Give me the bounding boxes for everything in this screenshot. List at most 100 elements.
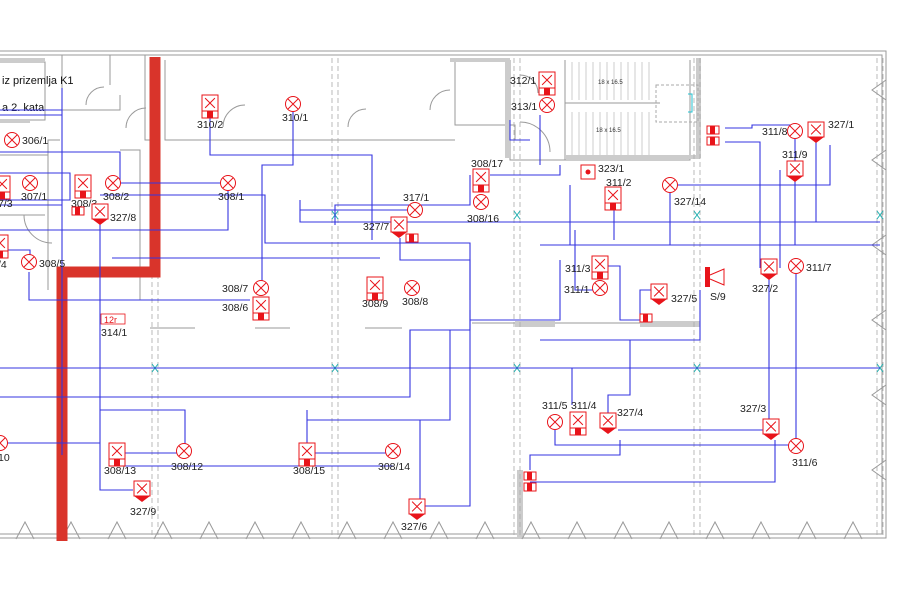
fixture-label: 327/4 xyxy=(617,407,643,419)
fixture-lamp[interactable]: 308/14 xyxy=(378,443,410,474)
fixture-lamp[interactable]: 308/7 xyxy=(222,280,269,296)
fixture-detector[interactable]: 327/7 xyxy=(363,216,408,238)
fixture-label: 311/5 xyxy=(542,400,568,412)
window-marker xyxy=(871,79,887,101)
fixture-detector[interactable]: 327/9 xyxy=(130,480,156,518)
fixture-label: 308/8 xyxy=(402,296,428,308)
fixture-lamp[interactable]: 310/1 xyxy=(282,96,308,125)
fixture-label: 311/2 xyxy=(606,177,632,189)
window-marker xyxy=(613,520,633,540)
fixture-label: 311/4 xyxy=(571,400,597,412)
battery-fill xyxy=(575,428,581,435)
fixture-lamp[interactable]: 10 xyxy=(0,435,10,465)
fixture-label: 327/5 xyxy=(671,293,697,305)
fixture-detector[interactable]: 327/5 xyxy=(650,283,697,305)
fixture-lamp[interactable]: 308/1 xyxy=(218,175,244,204)
fixture-lamp[interactable]: 311/6 xyxy=(788,438,818,470)
fixture-detector[interactable]: 311/9 xyxy=(782,149,808,182)
cross-mark xyxy=(594,258,606,270)
fixture-lamp[interactable]: 313/1 xyxy=(511,97,555,114)
fixture-lamp[interactable]: 311/7 xyxy=(788,258,832,275)
cross-mark xyxy=(409,204,421,216)
fixture-emergency[interactable]: 311/3 xyxy=(565,255,609,280)
cross-mark xyxy=(790,260,802,272)
fixture-detector[interactable]: 327/1 xyxy=(807,119,854,143)
cross-mark xyxy=(94,206,106,217)
fixture-lamp[interactable]: 317/1 xyxy=(403,192,429,218)
fixture-detector[interactable]: 327/4 xyxy=(599,407,643,434)
cross-mark xyxy=(664,179,676,191)
shaft-marker xyxy=(688,93,693,113)
fixture-lamp[interactable]: 311/5 xyxy=(542,400,568,430)
fixture-label: 327/8 xyxy=(110,212,136,224)
fixture-emergency[interactable]: 311/2 xyxy=(604,177,632,211)
fixture-lamp[interactable]: 308/16 xyxy=(467,194,499,226)
fixture-emergency[interactable]: /4 xyxy=(0,234,9,271)
switch[interactable] xyxy=(71,206,85,216)
fixture-label: 311/6 xyxy=(792,457,818,469)
detector-base xyxy=(651,299,667,305)
fixture-emergency[interactable]: 311/4 xyxy=(569,400,597,436)
switch-fill xyxy=(527,483,532,491)
cross-mark xyxy=(406,282,418,294)
fixture-call-point[interactable]: 323/1 xyxy=(580,163,624,180)
fixture-detector[interactable]: 327/8 xyxy=(91,203,136,225)
fixture-emergency[interactable]: 308/6 xyxy=(222,296,270,321)
fixture-lamp[interactable]: 306/1 xyxy=(4,132,49,148)
battery-fill xyxy=(304,459,310,466)
fixture-detector[interactable]: 327/6 xyxy=(401,498,427,533)
fixture-label: S/9 xyxy=(710,291,726,303)
fixture-label: 323/1 xyxy=(598,163,624,175)
fixture-label: 308/12 xyxy=(171,461,203,473)
fixture-lamp[interactable]: 311/1 xyxy=(564,280,608,297)
battery-fill xyxy=(0,251,3,258)
fixture-lamp[interactable]: 308/12 xyxy=(171,443,203,474)
fixture-label: 10 xyxy=(0,452,10,464)
fixture-detector[interactable]: 327/2 xyxy=(752,258,778,295)
window-marker xyxy=(475,520,495,540)
fixture-label: 327/7 xyxy=(363,221,389,233)
fixture-lamp[interactable]: 327/14 xyxy=(662,177,707,209)
fixture-siren[interactable]: S/9 xyxy=(705,267,726,303)
switch[interactable] xyxy=(523,482,537,492)
fixture-label: 311/1 xyxy=(564,284,590,296)
cross-mark xyxy=(6,134,18,146)
switch[interactable] xyxy=(405,233,419,243)
window-marker xyxy=(871,309,887,331)
building-walls: 18 x 16.5 18 x 16.5 xyxy=(0,50,887,539)
fixture-emergency[interactable]: 308/9 xyxy=(362,276,388,310)
fixture-lamp[interactable]: 308/8 xyxy=(402,280,428,309)
fixture-lamp[interactable]: 308/2 xyxy=(103,175,129,204)
window-marker xyxy=(383,520,403,540)
switch[interactable] xyxy=(639,313,653,323)
switch[interactable] xyxy=(706,136,720,146)
window-marker xyxy=(871,384,887,406)
fixture-emergency[interactable]: 308/13 xyxy=(104,442,136,477)
fixture-emergency[interactable]: 310/2 xyxy=(197,94,223,131)
cross-mark xyxy=(411,501,423,512)
window-marker xyxy=(871,149,887,171)
cross-mark xyxy=(24,177,36,189)
cross-mark xyxy=(77,177,89,189)
switch[interactable] xyxy=(523,471,537,481)
fixture-lamp[interactable]: 308/5 xyxy=(21,254,66,271)
cross-mark xyxy=(0,178,8,190)
fixture-lamp[interactable]: 307/1 xyxy=(21,175,47,204)
fixture-lamp[interactable]: 311/8 xyxy=(762,123,803,139)
fixture-label: 313/1 xyxy=(511,101,537,113)
fixture-emergency[interactable]: 7/3 xyxy=(0,175,13,210)
window-marker xyxy=(107,520,127,540)
cross-mark xyxy=(255,282,267,294)
fixture-label: 308/9 xyxy=(362,298,388,310)
fixture-emergency[interactable]: 312/1 xyxy=(510,71,556,96)
fixture-label: 308/6 xyxy=(222,302,248,314)
fixture-detector[interactable]: 327/3 xyxy=(740,403,780,440)
battery-fill xyxy=(372,293,378,300)
cross-mark xyxy=(549,416,561,428)
switch[interactable] xyxy=(706,125,720,135)
room-note: a 2. kata xyxy=(2,102,45,114)
window-marker xyxy=(843,520,863,540)
fixture-emergency[interactable]: 308/17 xyxy=(471,158,503,193)
distribution-panel[interactable]: 12r 314/1 xyxy=(100,313,127,339)
fixture-emergency[interactable]: 308/15 xyxy=(293,442,325,477)
